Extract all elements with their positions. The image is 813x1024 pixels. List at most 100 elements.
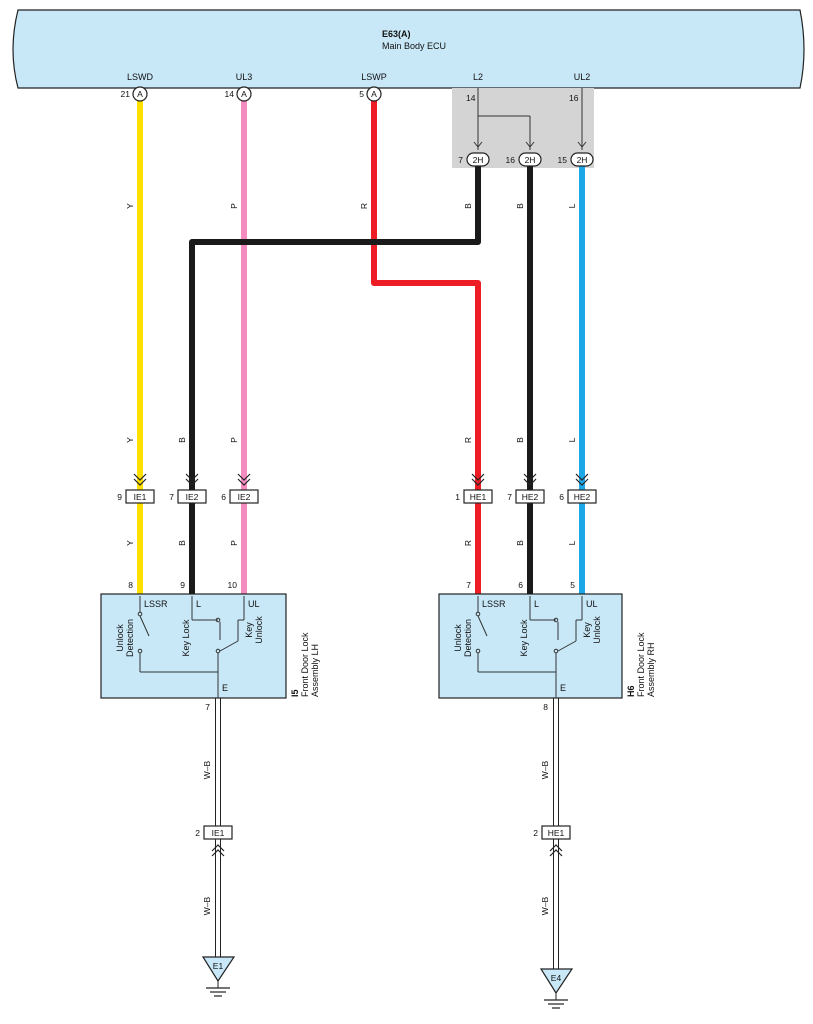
svg-text:B: B (177, 540, 187, 546)
svg-text:R: R (463, 540, 473, 546)
svg-text:IE1: IE1 (212, 828, 225, 838)
inline-connector-ie2-7: IE2 7 (169, 473, 207, 504)
svg-text:2H: 2H (473, 155, 484, 165)
svg-text:P: P (229, 437, 239, 443)
svg-text:8: 8 (128, 580, 133, 590)
svg-text:LSSR: LSSR (144, 599, 168, 609)
svg-text:5: 5 (570, 580, 575, 590)
svg-text:HE1: HE1 (548, 828, 565, 838)
inline-connector-he2-6: HE2 6 (559, 473, 597, 504)
wc-ground-left-upper: W–B (202, 760, 212, 779)
svg-text:6: 6 (221, 492, 226, 502)
svg-text:B: B (515, 437, 525, 443)
svg-text:7: 7 (169, 492, 174, 502)
svg-text:2H: 2H (577, 155, 588, 165)
svg-text:6: 6 (518, 580, 523, 590)
svg-text:L: L (534, 599, 539, 609)
right-assembly-code: H6 (626, 685, 636, 697)
right-door-lock-assembly: LSSR L UL Unlock Detection Key Lock Key … (438, 593, 623, 699)
svg-text:Unlock: Unlock (592, 616, 602, 644)
ecu-name: Main Body ECU (382, 41, 446, 51)
wc-ground-left-lower: W–B (202, 896, 212, 915)
svg-text:HE2: HE2 (574, 492, 591, 502)
wc-ground-right-upper: W–B (540, 760, 550, 779)
svg-text:A: A (241, 89, 247, 99)
svg-text:Detection: Detection (463, 619, 473, 657)
svg-text:7: 7 (458, 155, 463, 165)
right-assembly-pins: 7 6 5 (466, 580, 575, 590)
svg-text:Y: Y (125, 437, 135, 443)
svg-text:IE2: IE2 (238, 492, 251, 502)
svg-text:1: 1 (455, 492, 460, 502)
svg-text:HE2: HE2 (522, 492, 539, 502)
svg-text:2: 2 (195, 828, 200, 838)
left-assembly-pins: 8 9 10 (128, 580, 237, 590)
right-assembly-name1: Front Door Lock (636, 632, 646, 697)
svg-text:Key: Key (582, 622, 592, 638)
ecu-code: E63(A) (382, 29, 411, 39)
svg-text:IE2: IE2 (186, 492, 199, 502)
svg-text:A: A (137, 89, 143, 99)
svg-text:HE1: HE1 (470, 492, 487, 502)
left-assembly-code: I5 (290, 689, 300, 697)
svg-text:14: 14 (225, 89, 235, 99)
ecu-pin-14: A 14 (225, 86, 252, 102)
svg-text:Unlock: Unlock (453, 624, 463, 652)
wire-codes-lower: Y B P R B L (125, 540, 577, 546)
ecu-pin-21: A 21 (121, 86, 148, 102)
ecu-terminal-lswd: LSWD (127, 72, 154, 82)
inline-connector-he2-7: HE2 7 (507, 473, 545, 504)
svg-text:B: B (463, 203, 473, 209)
svg-text:R: R (463, 437, 473, 443)
ecu-box: E63(A) Main Body ECU (12, 9, 805, 89)
svg-text:P: P (229, 540, 239, 546)
left-door-lock-assembly: LSSR L UL Unlock Detection (100, 593, 287, 699)
svg-text:L: L (567, 437, 577, 442)
left-ground-pin: 7 (205, 702, 210, 712)
svg-text:Key: Key (244, 622, 254, 638)
svg-text:Unlock: Unlock (115, 624, 125, 652)
svg-text:B: B (515, 203, 525, 209)
wire-codes-upper: Y P R B B L (125, 203, 577, 209)
svg-text:E1: E1 (213, 961, 224, 971)
ground-connector-ie1: IE1 2 (195, 825, 233, 857)
svg-text:Y: Y (125, 540, 135, 546)
junction-pin-16: 16 (569, 93, 579, 103)
svg-text:Y: Y (125, 203, 135, 209)
junction-internal-lines (473, 88, 587, 150)
ecu-terminal-ul3: UL3 (236, 72, 253, 82)
svg-text:LSSR: LSSR (482, 599, 506, 609)
svg-text:Unlock: Unlock (254, 616, 264, 644)
ecu-terminal-ul2: UL2 (574, 72, 591, 82)
right-assembly-name2: Assembly RH (646, 642, 656, 697)
left-assembly-name2: Assembly LH (310, 644, 320, 697)
connector-2h-16: 2H 16 (506, 152, 542, 167)
svg-text:7: 7 (507, 492, 512, 502)
svg-text:Detection: Detection (125, 619, 135, 657)
inline-connector-he1-1: HE1 1 (455, 473, 493, 504)
svg-text:10: 10 (228, 580, 238, 590)
ecu-terminal-lswp: LSWP (361, 72, 387, 82)
right-ground-pin: 8 (543, 702, 548, 712)
connector-2h-7: 2H 7 (458, 152, 490, 167)
svg-text:2H: 2H (525, 155, 536, 165)
svg-text:UL: UL (248, 599, 260, 609)
svg-text:B: B (515, 540, 525, 546)
svg-text:15: 15 (558, 155, 568, 165)
svg-text:IE1: IE1 (134, 492, 147, 502)
svg-text:7: 7 (466, 580, 471, 590)
ground-connector-he1: HE1 2 (533, 825, 571, 857)
svg-text:E4: E4 (551, 973, 562, 983)
svg-text:Key Lock: Key Lock (181, 619, 191, 657)
svg-text:6: 6 (559, 492, 564, 502)
svg-text:A: A (371, 89, 377, 99)
connector-2h-15: 2H 15 (558, 152, 594, 167)
svg-text:L: L (567, 540, 577, 545)
left-assembly-name1: Front Door Lock (300, 632, 310, 697)
svg-text:E: E (222, 683, 228, 693)
svg-text:L: L (567, 203, 577, 208)
junction-pin-14: 14 (466, 93, 476, 103)
ecu-terminal-l2: L2 (473, 72, 483, 82)
inline-connector-ie2-6: IE2 6 (221, 473, 259, 504)
